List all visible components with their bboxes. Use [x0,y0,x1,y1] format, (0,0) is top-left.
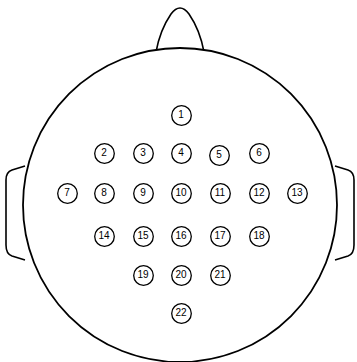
head-circle [23,48,337,362]
electrode-number: 17 [210,231,231,241]
electrode-circle: 22 [171,303,192,324]
electrode-number: 18 [249,231,270,241]
electrode-circle: 3 [133,143,154,164]
electrode-circle: 6 [249,143,270,164]
electrode-circle: 5 [209,145,230,166]
left-ear [6,166,25,260]
electrode-number: 7 [57,188,78,198]
right-ear [335,166,354,260]
electrode-number: 20 [171,270,192,280]
electrode-number: 14 [94,231,115,241]
electrode-circle: 12 [249,183,270,204]
electrode-circle: 13 [287,183,308,204]
electrode-number: 21 [210,270,231,280]
electrode-number: 22 [171,308,192,318]
electrode-circle: 4 [171,143,192,164]
electrode-circle: 2 [94,143,115,164]
electrode-circle: 8 [94,183,115,204]
electrode-number: 15 [133,231,154,241]
nose [156,8,204,52]
electrode-number: 1 [171,110,192,120]
electrode-circle: 14 [94,226,115,247]
electrode-number: 16 [171,231,192,241]
electrode-circle: 15 [133,226,154,247]
electrode-circle: 10 [171,183,192,204]
electrode-circle: 19 [133,265,154,286]
electrode-circle: 11 [210,183,231,204]
electrode-number: 8 [94,188,115,198]
electrode-number: 3 [133,148,154,158]
electrode-circle: 9 [133,183,154,204]
electrode-circle: 16 [171,226,192,247]
electrode-number: 10 [171,188,192,198]
electrode-number: 4 [171,148,192,158]
electrode-circle: 18 [249,226,270,247]
electrode-number: 11 [210,188,231,198]
electrode-number: 19 [133,270,154,280]
electrode-number: 13 [287,188,308,198]
electrode-circle: 17 [210,226,231,247]
electrode-circle: 20 [171,265,192,286]
electrode-circle: 7 [57,183,78,204]
electrode-circle: 21 [210,265,231,286]
electrode-number: 9 [133,188,154,198]
electrode-number: 6 [249,148,270,158]
electrode-number: 2 [94,148,115,158]
electrode-number: 5 [209,150,230,160]
electrode-number: 12 [249,188,270,198]
electrode-circle: 1 [171,105,192,126]
